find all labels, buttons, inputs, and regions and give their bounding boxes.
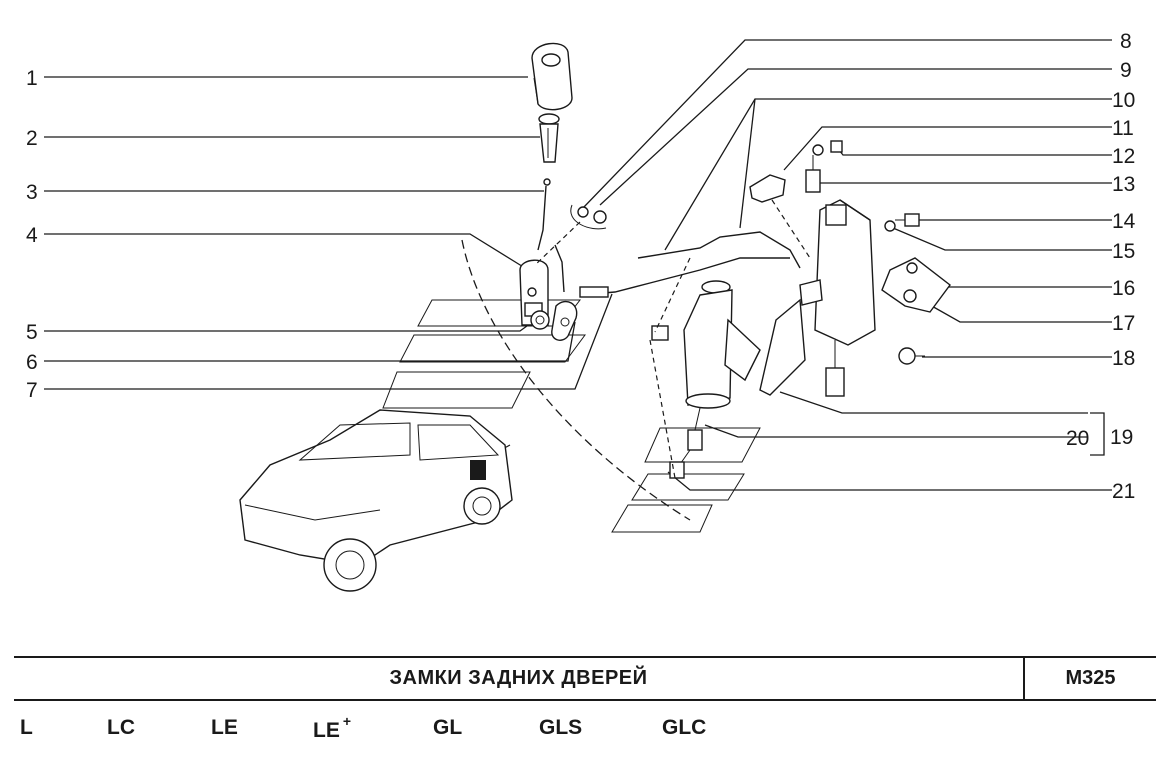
title-block: ЗАМКИ ЗАДНИХ ДВЕРЕЙ M325 (14, 656, 1156, 701)
callout-8: 8 (1120, 30, 1132, 53)
callout-11: 11 (1112, 117, 1134, 140)
diagram-code: M325 (1065, 667, 1116, 689)
part-16-striker (881, 257, 951, 313)
part-11-clip (749, 174, 786, 203)
lock-body (759, 199, 876, 397)
page-title: ЗАМКИ ЗАДНИХ ДВЕРЕЙ (14, 658, 1025, 699)
part-15-washer (884, 220, 896, 232)
variant-list: L LC LE LE+ GL GLS GLC (0, 712, 1170, 752)
part-6-lever (551, 300, 578, 341)
variant-le-plus-mark: + (342, 713, 352, 729)
variant-lc: LC (107, 716, 135, 739)
callout-17: 17 (1112, 312, 1135, 335)
part-5-clip (530, 310, 550, 330)
part-18-screw (898, 347, 925, 365)
part-3-rod (537, 178, 551, 251)
callout-6: 6 (26, 351, 38, 374)
callout-13: 13 (1112, 173, 1135, 196)
variant-gls: GLS (539, 716, 583, 739)
part-20-actuator (669, 280, 761, 479)
part-12-bushing (812, 140, 843, 156)
variant-le-plus-label: LE (313, 719, 340, 742)
part-14-screw (895, 213, 920, 227)
callout-9: 9 (1120, 59, 1132, 82)
parts-diagram: 1 2 3 4 5 6 7 8 9 10 11 12 13 14 15 16 1… (26, 30, 1136, 592)
callout-10: 10 (1112, 89, 1135, 112)
variant-glc: GLC (662, 716, 707, 739)
callout-15: 15 (1112, 240, 1135, 263)
rod-link (554, 244, 565, 293)
part-4-bracket (519, 259, 549, 326)
vehicle-outline (239, 409, 513, 592)
callout-20: 20 (1066, 427, 1089, 450)
callout-12: 12 (1112, 145, 1135, 168)
callout-16: 16 (1112, 277, 1135, 300)
variant-le-plus: LE+ (313, 713, 352, 743)
callout-2: 2 (26, 127, 38, 150)
part-2-lock-cylinder (538, 113, 560, 163)
variant-l: L (20, 716, 33, 739)
callout-3: 3 (26, 181, 38, 204)
callout-4: 4 (26, 224, 38, 247)
callout-21: 21 (1112, 480, 1135, 503)
callout-19: 19 (1110, 426, 1133, 449)
part-13-link (805, 155, 821, 193)
variant-le: LE (211, 716, 238, 739)
callout-7: 7 (26, 379, 38, 402)
callout-5: 5 (26, 321, 38, 344)
part-9-10-rods (579, 231, 801, 341)
part-8-bushing (570, 204, 607, 230)
variant-gl: GL (433, 716, 463, 739)
callout-1: 1 (26, 67, 38, 90)
callout-14: 14 (1112, 210, 1136, 233)
callout-18: 18 (1112, 347, 1135, 370)
callout-labels: 1 2 3 4 5 6 7 8 9 10 11 12 13 14 15 16 1… (26, 30, 1136, 503)
part-1-handle-cap (531, 42, 573, 111)
leader-lines (44, 39, 1112, 491)
